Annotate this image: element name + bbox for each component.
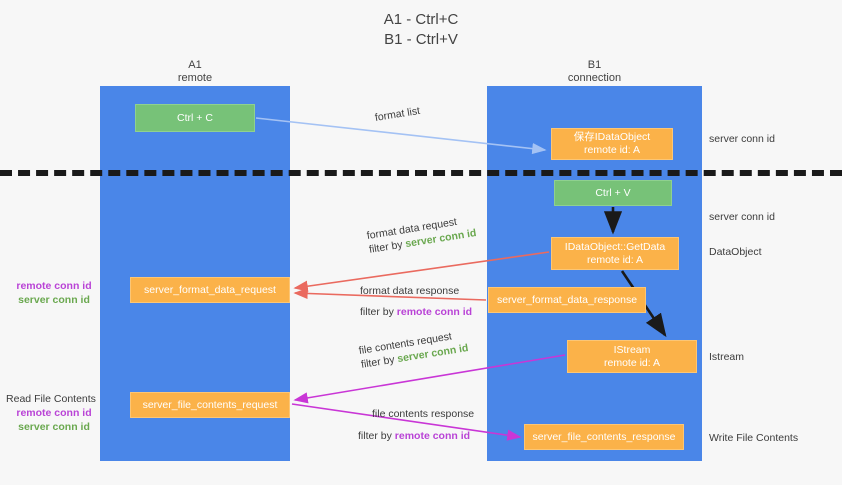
lane-b1-name: B1 — [587, 59, 602, 71]
edge-file-contents-response — [291, 403, 522, 441]
annotation-right-write-file-contents: Write File Contents — [709, 432, 799, 444]
lane-a1-name: A1 — [188, 59, 202, 71]
edge-format-data-request — [293, 251, 550, 292]
annotation-left-bottom-server-conn-id: server conn id — [18, 421, 90, 433]
edge-label-format-data-response: format data response filter by remote co… — [360, 284, 472, 319]
lane-header-a1: A1 remote — [100, 59, 290, 85]
node-istream-label: IStream — [613, 343, 651, 356]
edge-file-contents-request — [293, 354, 566, 404]
node-idataobject-subtitle: remote id: A — [583, 144, 641, 156]
annotation-right-istream: Istream — [709, 351, 745, 363]
node-getdata[interactable]: IDataObject::GetData remote id: A — [551, 237, 679, 270]
node-server-format-data-request-label: server_format_data_request — [144, 283, 276, 296]
node-idataobject-label: 保存IDataObject — [573, 131, 651, 143]
annotation-right-server-conn-id-second: server conn id — [709, 211, 775, 223]
phase-divider — [0, 170, 842, 176]
node-ctrl-c-label: Ctrl + C — [177, 111, 213, 124]
edge-label-file-contents-response-filter: filter by remote conn id — [358, 430, 471, 442]
edge-label-file-contents-response-text: file contents response — [372, 408, 475, 420]
node-ctrl-v-label: Ctrl + V — [595, 186, 631, 199]
annotation-right-server-conn-id-top: server conn id — [709, 133, 775, 145]
node-getdata-label: IDataObject::GetData — [564, 240, 666, 253]
page-title: A1 - Ctrl+C B1 - Ctrl+V — [0, 10, 842, 50]
annotation-right-dataobject: DataObject — [709, 246, 762, 258]
annotation-left-bottom-remote-conn-id: remote conn id — [16, 407, 92, 419]
title-line-2: B1 - Ctrl+V — [384, 31, 458, 48]
annotation-read-file-contents: Read File Contents remote conn id server… — [6, 392, 100, 434]
node-ctrl-c[interactable]: Ctrl + C — [135, 104, 255, 132]
node-server-format-data-response[interactable]: server_format_data_response — [488, 287, 646, 313]
node-server-format-data-request[interactable]: server_format_data_request — [130, 277, 290, 303]
lane-a1-role: remote — [177, 72, 213, 84]
node-server-file-contents-request-label: server_file_contents_request — [142, 398, 278, 411]
node-istream[interactable]: IStream remote id: A — [567, 340, 697, 373]
node-server-file-contents-response-label: server_file_contents_response — [532, 430, 676, 443]
edge-label-format-data-response-filter: filter by remote conn id — [360, 306, 473, 318]
node-istream-subtitle: remote id: A — [603, 356, 661, 369]
edge-format-data-response — [293, 287, 487, 301]
node-server-file-contents-request[interactable]: server_file_contents_request — [130, 392, 290, 418]
node-getdata-subtitle: remote id: A — [586, 253, 644, 266]
annotation-left-conn-ids: remote conn id server conn id — [8, 279, 100, 307]
annotation-read-file-contents-heading: Read File Contents — [6, 393, 96, 405]
node-ctrl-v[interactable]: Ctrl + V — [554, 180, 672, 206]
edge-format-list — [255, 117, 547, 155]
node-idataobject[interactable]: 保存IDataObject remote id: A — [551, 128, 673, 160]
title-line-1: A1 - Ctrl+C — [383, 11, 459, 28]
node-server-format-data-response-label: server_format_data_response — [496, 293, 638, 306]
lane-b1-role: connection — [567, 72, 622, 84]
annotation-left-server-conn-id: server conn id — [18, 294, 90, 306]
edge-label-format-data-response-text: format data response — [360, 285, 460, 297]
lane-header-b1: B1 connection — [487, 59, 702, 85]
annotation-left-remote-conn-id: remote conn id — [16, 280, 92, 292]
node-server-file-contents-response[interactable]: server_file_contents_response — [524, 424, 684, 450]
edge-label-file-contents-response: file contents response filter by remote … — [358, 407, 475, 443]
